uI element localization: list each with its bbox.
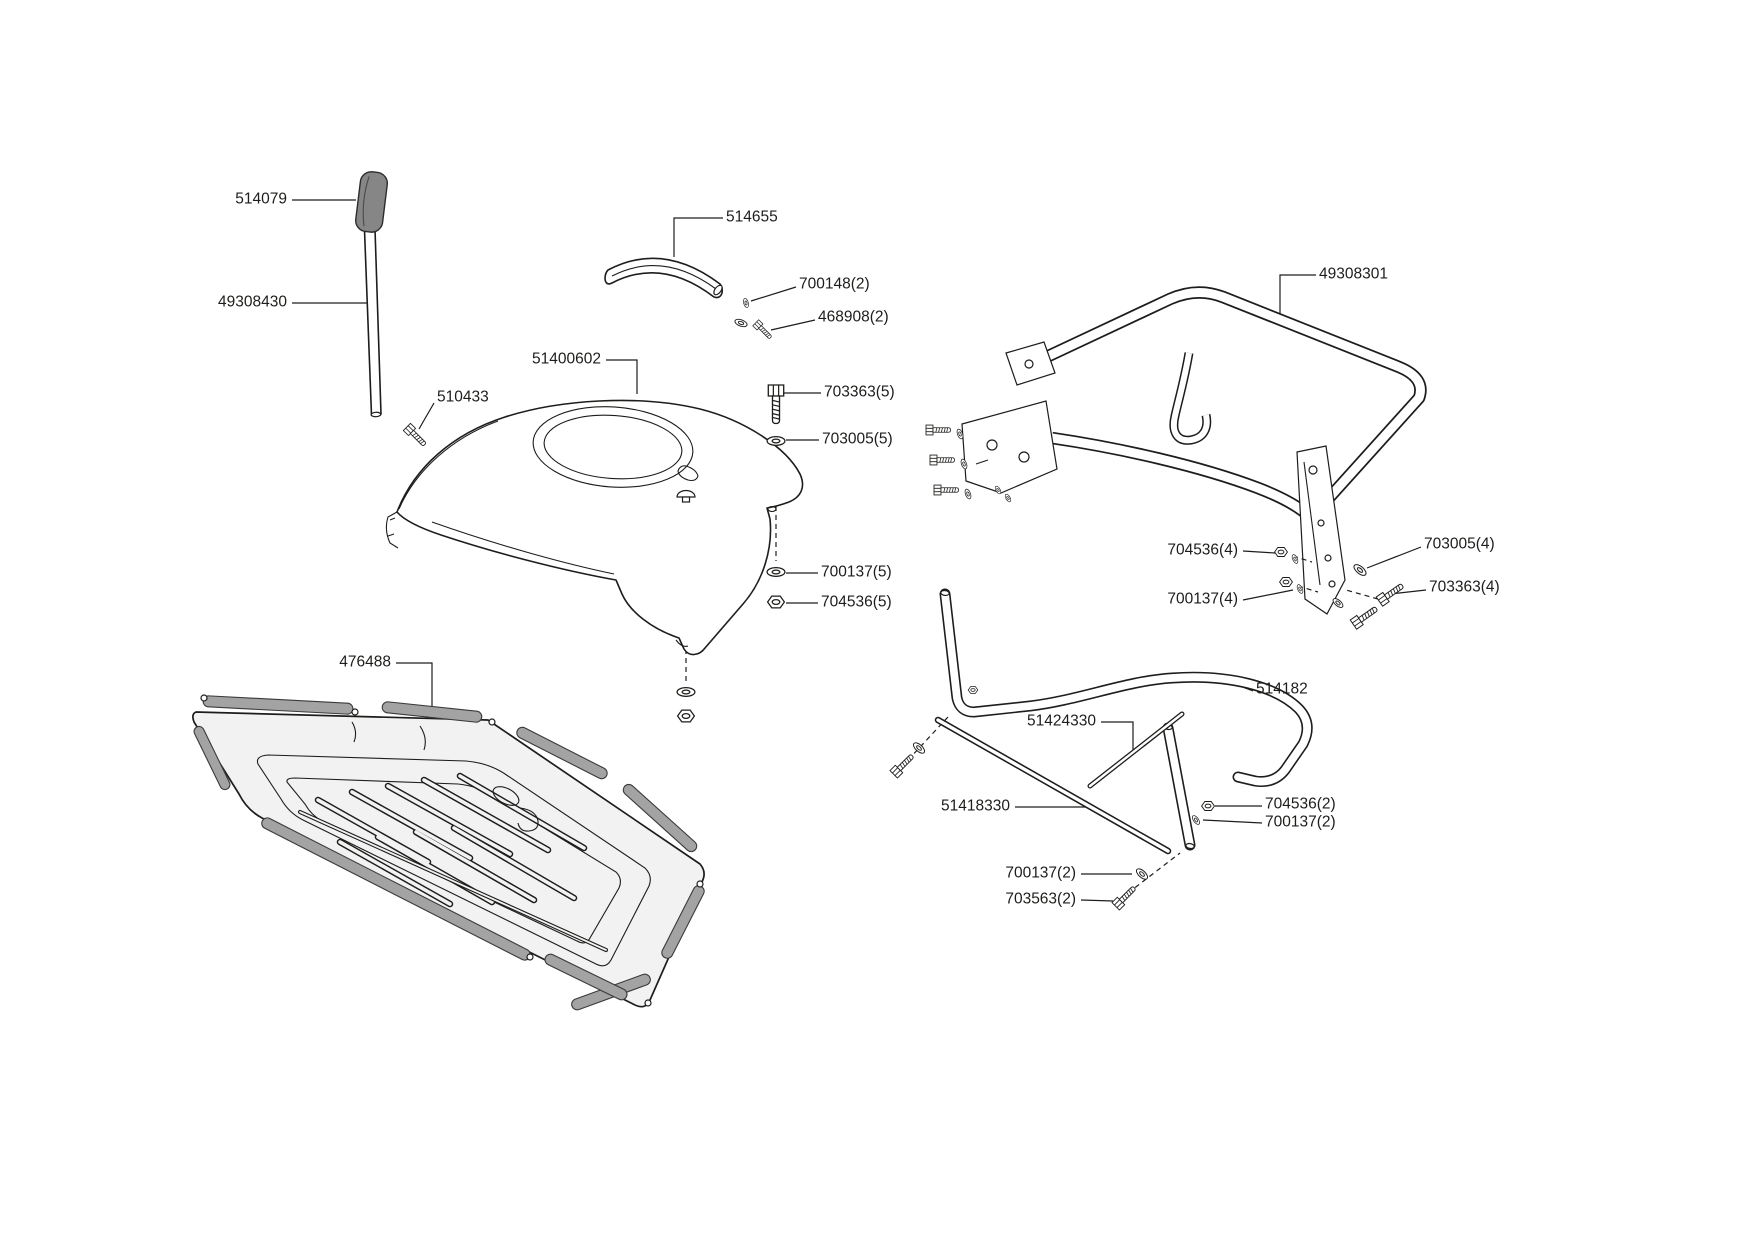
strip-pin [200, 694, 208, 702]
part-label: 51400602 [532, 350, 601, 368]
leader-line [1279, 274, 1316, 318]
leader-line [418, 402, 435, 430]
part-label: 700137(2) [1005, 864, 1076, 882]
leader-line [606, 359, 638, 394]
handle-rod [363, 228, 382, 416]
panel-ribs [298, 772, 608, 952]
hex-nut [967, 686, 979, 694]
nut-704536-4 [1274, 547, 1288, 557]
deflector-panel-assembly [192, 694, 705, 1011]
bolt-703363-4 [1375, 580, 1407, 607]
support-frame-assembly [889, 588, 1313, 911]
part-label: 704536(5) [821, 593, 892, 611]
washer [1003, 492, 1013, 504]
part-label: 700137(2) [1265, 813, 1336, 831]
handle-grip [355, 171, 389, 233]
edge-strips [193, 694, 705, 1011]
part-label: 510433 [437, 388, 489, 406]
part-label: 476488 [339, 653, 391, 671]
washer [676, 686, 696, 698]
leader-line [1101, 721, 1134, 751]
bolt [925, 424, 951, 436]
strip-pin [526, 953, 534, 961]
edge-strip [516, 726, 608, 780]
edge-strip [622, 783, 698, 853]
leader-line [396, 662, 433, 706]
nut-704536-2 [1201, 801, 1215, 811]
rod-end [370, 411, 382, 418]
hex-nut [676, 709, 696, 723]
washer-700137-4 [1295, 583, 1305, 595]
bolt-703563-2 [1111, 883, 1139, 911]
leader-line [1366, 546, 1422, 569]
edge-strip [202, 695, 354, 715]
washer-700148 [733, 317, 749, 329]
carriage-bolt [676, 489, 696, 498]
bracket-plate [1296, 445, 1346, 615]
part-label: 704536(4) [1167, 541, 1238, 559]
screw-468908 [752, 319, 774, 341]
part-label: 703005(4) [1424, 535, 1495, 553]
strip-pin [351, 708, 359, 716]
part-label: 49308301 [1319, 265, 1388, 283]
handle-assembly [355, 171, 429, 449]
bolt [889, 751, 917, 779]
leader-line [1080, 899, 1114, 902]
strip-pin [644, 999, 652, 1007]
nut-704536-5 [766, 595, 786, 609]
leader-line [1242, 550, 1276, 554]
part-label: 49308430 [218, 293, 287, 311]
leader-line [1202, 819, 1263, 824]
edge-strip [544, 953, 628, 1001]
part-label: 700137(5) [821, 563, 892, 581]
leader-lines [292, 199, 1427, 902]
edge-strip [193, 725, 231, 791]
hood-opening [532, 406, 694, 488]
part-label: 703005(5) [822, 430, 893, 448]
leader-line [770, 319, 816, 331]
washer-700137-5 [766, 566, 786, 578]
hood-cover-51400602 [396, 399, 804, 656]
bolt [929, 454, 955, 466]
bolt [933, 484, 959, 496]
part-label: 703363(5) [824, 383, 895, 401]
washer-703005-5 [766, 435, 786, 447]
edge-strip [381, 701, 483, 723]
part-label: 703563(2) [1005, 890, 1076, 908]
washer-700137-2 [1134, 866, 1150, 882]
spacer [742, 297, 750, 309]
part-label: 514079 [235, 190, 287, 208]
hood-assembly [385, 384, 804, 723]
washer [963, 487, 973, 501]
bracket-plate [961, 400, 1058, 494]
part-label: 514182 [1256, 680, 1308, 698]
leader-line [1242, 589, 1294, 601]
leader-line [750, 286, 797, 302]
part-label: 468908(2) [818, 308, 889, 326]
part-label: 703363(4) [1429, 578, 1500, 596]
washer-703005-4 [1351, 562, 1369, 578]
bolt-703363-4 [1349, 603, 1381, 630]
part-label: 704536(2) [1265, 795, 1336, 813]
tube-frame-assembly [925, 286, 1427, 630]
handle-cutout [492, 786, 520, 806]
part-label: 51424330 [1027, 712, 1096, 730]
trim-strip-514655 [604, 257, 724, 299]
nut-704536-4 [1279, 577, 1293, 587]
washer-700137-2 [1190, 814, 1202, 826]
part-label: 514655 [726, 208, 778, 226]
strip-end-opening [713, 284, 723, 296]
part-label: 51418330 [941, 797, 1010, 815]
strip-pin [696, 880, 704, 888]
part-label: 700148(2) [799, 275, 870, 293]
bolt-703363-5 [767, 384, 785, 425]
screw-510433 [402, 422, 429, 449]
strip-pin [488, 718, 496, 726]
washer-700137-4 [1290, 553, 1300, 565]
trim-strip-assembly [604, 257, 774, 341]
part-label: 700137(4) [1167, 590, 1238, 608]
deflector-panel-476488 [192, 711, 705, 1008]
leader-line [673, 217, 723, 257]
